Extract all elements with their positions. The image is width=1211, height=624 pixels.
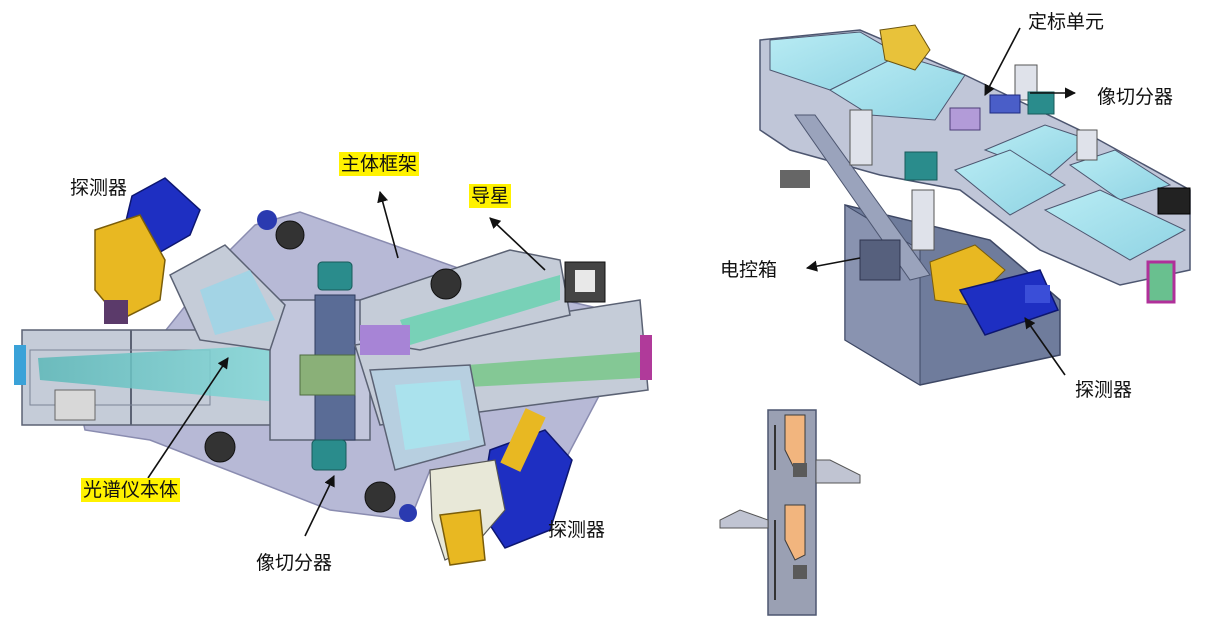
mounting-discs xyxy=(204,210,462,522)
label-spectrometer-body: 光谱仪本体 xyxy=(81,478,181,502)
arrow-detector-right xyxy=(1024,317,1066,376)
detector-top-left xyxy=(94,177,201,324)
center-frame xyxy=(269,261,371,471)
arrow-calibration-unit xyxy=(984,27,1021,96)
label-calibration-unit: 定标单元 xyxy=(1028,11,1105,33)
arrow-guide-star xyxy=(489,217,546,271)
slicer-housing-lower xyxy=(369,364,486,471)
label-image-slicer-right: 像切分器 xyxy=(1097,86,1174,108)
arrow-image-slicer-bottom xyxy=(304,474,335,537)
arrow-main-frame xyxy=(377,190,399,259)
label-detector-bottom-right: 探测器 xyxy=(548,519,606,541)
guide-star-arm xyxy=(359,249,606,355)
label-detector-right: 探测器 xyxy=(1075,379,1133,401)
detector-arm-top-left xyxy=(169,244,286,351)
label-guide-star: 导星 xyxy=(469,184,512,208)
label-detector-top-left: 探测器 xyxy=(70,177,128,199)
label-control-box: 电控箱 xyxy=(720,259,778,281)
arrow-spectrometer-body xyxy=(147,357,229,479)
arrow-control-box xyxy=(805,257,861,272)
isometric-view xyxy=(759,24,1191,386)
detector-bottom-right xyxy=(429,408,573,566)
label-image-slicer-bottom: 像切分器 xyxy=(256,552,333,574)
callout-arrows xyxy=(147,27,1077,537)
cross-section-view xyxy=(719,409,861,616)
label-main-frame: 主体框架 xyxy=(339,152,420,176)
